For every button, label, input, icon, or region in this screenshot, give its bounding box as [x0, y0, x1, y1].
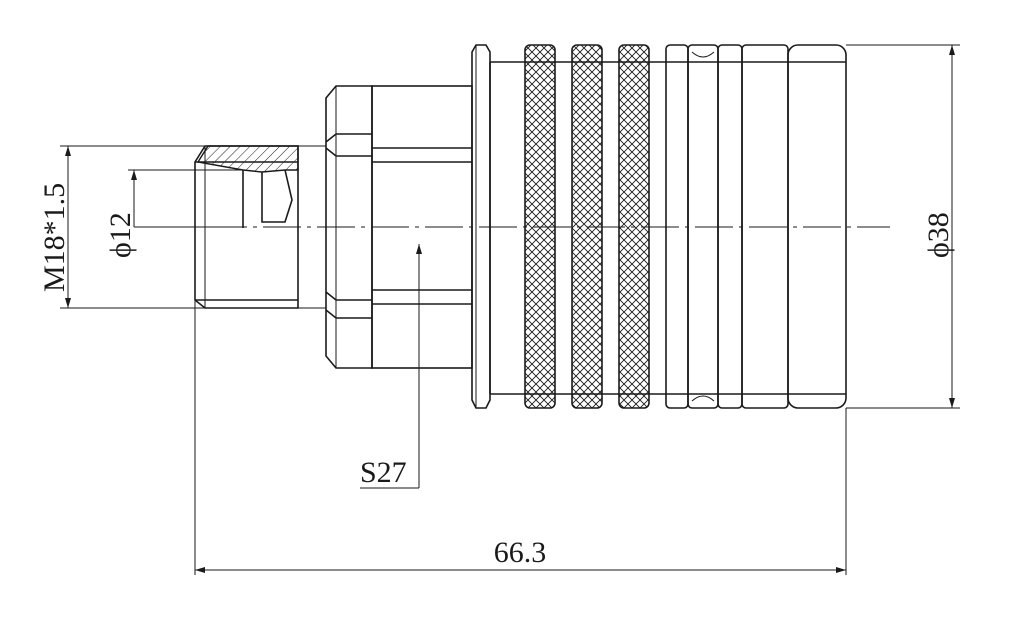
dim-length: [194, 300, 847, 575]
thread-section: [196, 145, 299, 173]
dim-outer-label: ϕ38: [922, 212, 955, 258]
end-sleeve: [787, 44, 847, 409]
dim-length-label: 66.3: [494, 536, 547, 569]
flange-ring: [471, 44, 491, 409]
dim-outer: [846, 44, 960, 409]
dim-bore-label: ϕ12: [104, 212, 137, 258]
dim-thread: [60, 145, 205, 309]
dim-bore: [128, 169, 243, 228]
hex-size-label: S27: [360, 456, 407, 489]
leader-hex: [360, 244, 422, 489]
dim-thread-label: M18*1.5: [38, 183, 71, 292]
